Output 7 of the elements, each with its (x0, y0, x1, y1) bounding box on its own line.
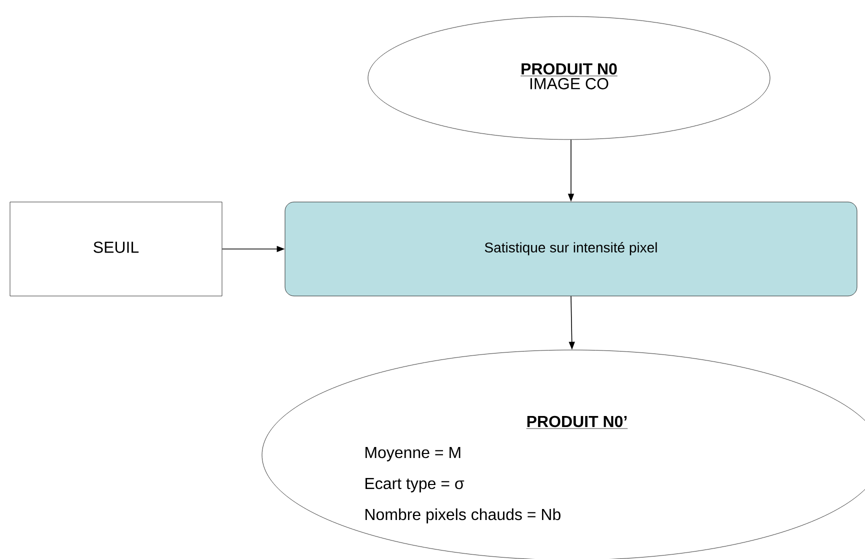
input-box: SEUIL (10, 202, 222, 296)
label: Ecart type = σ (366, 478, 464, 492)
heading: PRODUIT N0’ (526, 416, 628, 429)
label: Moyenne = M (366, 446, 460, 462)
label: Nombre pixels chauds = Nb (366, 508, 560, 524)
process-box: Satistique sur intensité pixel (284, 202, 858, 296)
ellipse-node: PRODUIT N0 IMAGE CO (368, 16, 770, 140)
